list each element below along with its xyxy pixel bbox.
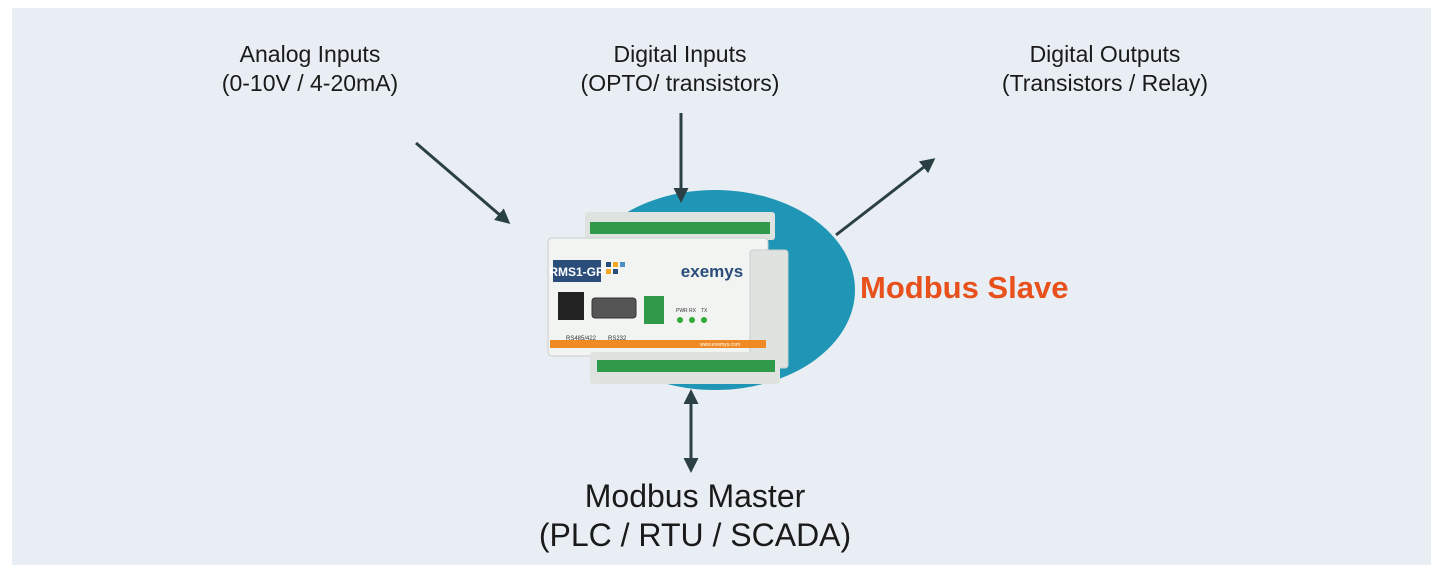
analog-inputs-range: (0-10V / 4-20mA) <box>221 69 399 96</box>
device-brand-label: exemys <box>681 262 743 281</box>
led-tx-label: TX <box>701 308 708 314</box>
device-model-label: RMS1-GR <box>549 265 605 279</box>
analog-inputs-label: Analog Inputs (0-10V / 4-20mA) <box>190 40 430 98</box>
digital-inputs-label: Digital Inputs (OPTO/ transistors) <box>530 40 830 98</box>
led-pwr-label: PWR <box>676 308 688 314</box>
analog-inputs-arrow <box>415 141 511 224</box>
modbus-master-devices: (PLC / RTU / SCADA) <box>538 517 852 554</box>
modbus-master-label: Modbus Master (PLC / RTU / SCADA) <box>470 477 920 555</box>
digital-outputs-arrow <box>835 158 936 237</box>
led-rx-label: RX <box>689 308 697 314</box>
top-terminal-block <box>590 222 770 234</box>
digital-outputs-label: Digital Outputs (Transistors / Relay) <box>955 40 1255 98</box>
rs232-port-label: RS232 <box>608 336 627 342</box>
digital-inputs-title: Digital Inputs <box>613 41 747 67</box>
digital-outputs-title: Digital Outputs <box>1029 41 1181 67</box>
rs485-port-label: RS485/422 <box>566 336 597 342</box>
modbus-slave-label: Modbus Slave <box>860 270 1069 305</box>
digital-inputs-type: (OPTO/ transistors) <box>580 69 780 96</box>
device-website-label: www.exemys.com <box>700 342 740 348</box>
digital-outputs-type: (Transistors / Relay) <box>1001 69 1209 96</box>
modbus-master-title: Modbus Master <box>584 478 806 514</box>
analog-inputs-title: Analog Inputs <box>239 41 381 67</box>
